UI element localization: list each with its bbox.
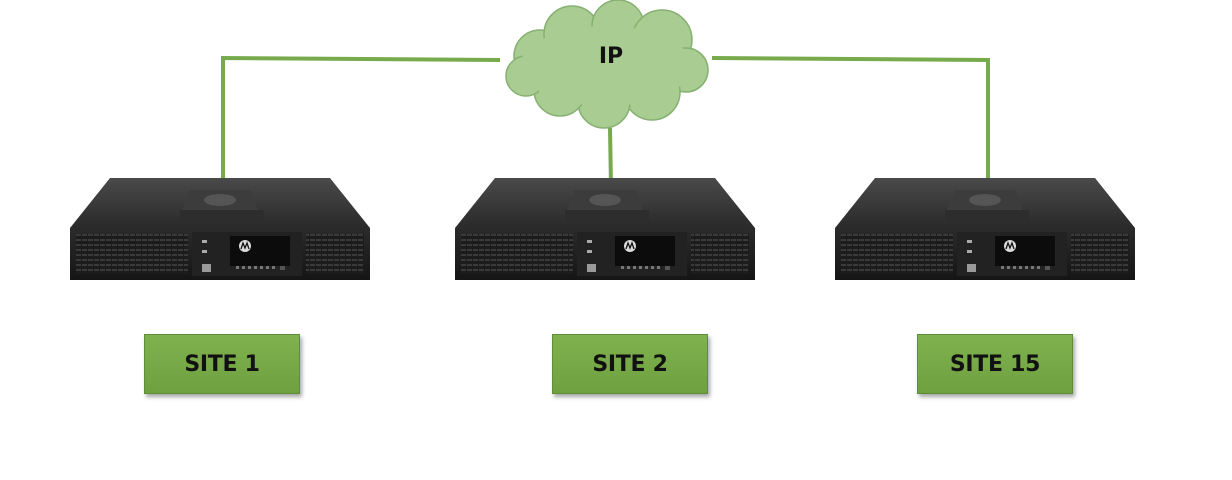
- cloud-label: IP: [598, 44, 624, 69]
- link-site-1: [221, 55, 501, 178]
- repeater-site-2: [454, 177, 756, 281]
- site-label-1: SITE 1: [144, 334, 300, 394]
- site-label-2: SITE 2: [552, 334, 708, 394]
- site-label-15: SITE 15: [917, 334, 1073, 394]
- repeater-site-15: [834, 177, 1136, 281]
- link-site-15: [711, 56, 990, 188]
- link-site-2: [608, 127, 613, 187]
- repeater-site-1: [69, 177, 371, 281]
